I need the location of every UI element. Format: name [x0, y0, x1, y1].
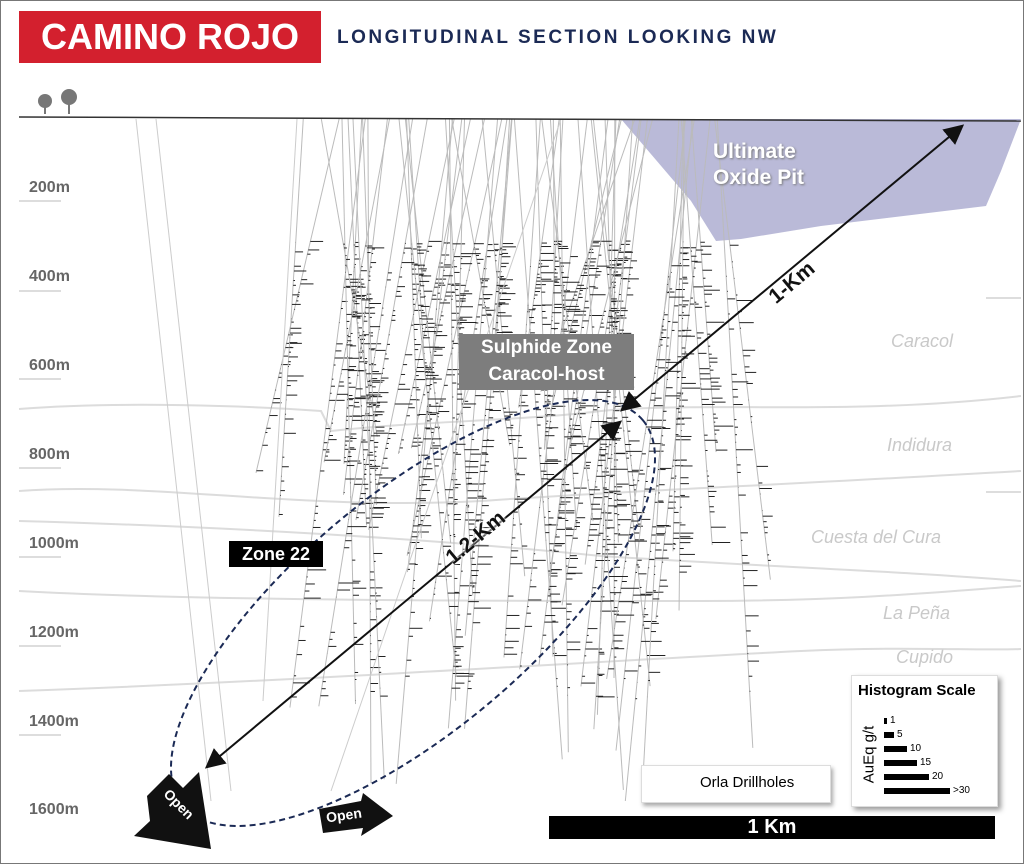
- drillhole-trace: [395, 118, 453, 784]
- drillhole-legend-label: Orla Drillholes: [700, 774, 795, 791]
- sulphide-line2: Caracol-host: [488, 364, 605, 385]
- drillhole-trace: [513, 118, 563, 760]
- zone22-label: Zone 22: [229, 541, 323, 567]
- title-logo: CAMINO ROJO: [19, 11, 321, 63]
- ground-surface: [18, 116, 1022, 122]
- drillhole-trace: [323, 118, 390, 463]
- sulphide-zone-label: Sulphide Zone Caracol-host: [459, 334, 634, 390]
- drillhole-trace: [343, 118, 363, 464]
- drillhole-trace: [408, 118, 427, 381]
- formation-caracol: Caracol: [891, 331, 954, 351]
- subtitle: LONGITUDINAL SECTION LOOKING NW: [337, 27, 779, 48]
- histogram-title: Histogram Scale: [858, 682, 976, 699]
- open-arrow-2: [319, 793, 393, 836]
- drillhole-trace: [255, 118, 340, 473]
- drillhole-trace: [135, 118, 212, 802]
- depth-label: 600m: [29, 357, 70, 374]
- formation-cupido: Cupido: [896, 647, 954, 667]
- depth-label: 800m: [29, 446, 70, 463]
- depth-label: 400m: [29, 268, 70, 285]
- histogram-scale-legend: Histogram Scale AuEq g/t 1 5 10 15 20 >3…: [851, 675, 998, 807]
- depth-label: 1600m: [29, 801, 79, 818]
- histogram-level: 5: [884, 726, 903, 740]
- scale-bar: 1 Km: [549, 816, 995, 839]
- drillhole-trace: [410, 118, 486, 449]
- histogram-level: 15: [884, 754, 931, 768]
- formation-cuesta-del-cura: Cuesta del Cura: [811, 527, 942, 547]
- drillhole-trace: [543, 118, 564, 450]
- sulphide-line1: Sulphide Zone: [481, 337, 612, 358]
- depth-label: 1000m: [29, 535, 79, 552]
- pit-label: Ultimate Oxide Pit: [713, 139, 804, 191]
- histogram-level: >30: [884, 782, 970, 796]
- histogram-level: 20: [884, 768, 943, 782]
- histogram-level: 10: [884, 740, 921, 754]
- drillholes: [135, 118, 773, 802]
- drillhole-trace: [355, 118, 428, 521]
- distance-arrow-1km: [619, 124, 965, 412]
- pit-label-line2: Oxide Pit: [713, 166, 805, 189]
- depth-label: 200m: [29, 179, 70, 196]
- depth-label: 1400m: [29, 713, 79, 730]
- distance-arrow-1-2km: [204, 420, 623, 769]
- drillhole-trace: [320, 118, 378, 437]
- histogram-level: 1: [884, 712, 896, 726]
- depth-label: 1200m: [29, 624, 79, 641]
- drillhole-trace: [451, 118, 511, 446]
- open-arrow-1: [134, 772, 211, 849]
- drillhole-trace: [330, 118, 562, 792]
- drillhole-legend: Orla Drillholes: [641, 765, 831, 803]
- tree-icon: [38, 89, 77, 114]
- depth-ticks: [19, 200, 1021, 736]
- formation-indidura: Indidura: [887, 435, 953, 455]
- drillhole-trace: [397, 118, 471, 455]
- pit-label-line1: Ultimate: [713, 140, 796, 163]
- histogram-unit: AuEq g/t: [860, 725, 878, 784]
- formation-la-pena: La Peña: [883, 603, 951, 623]
- drillhole-trace: [559, 118, 569, 753]
